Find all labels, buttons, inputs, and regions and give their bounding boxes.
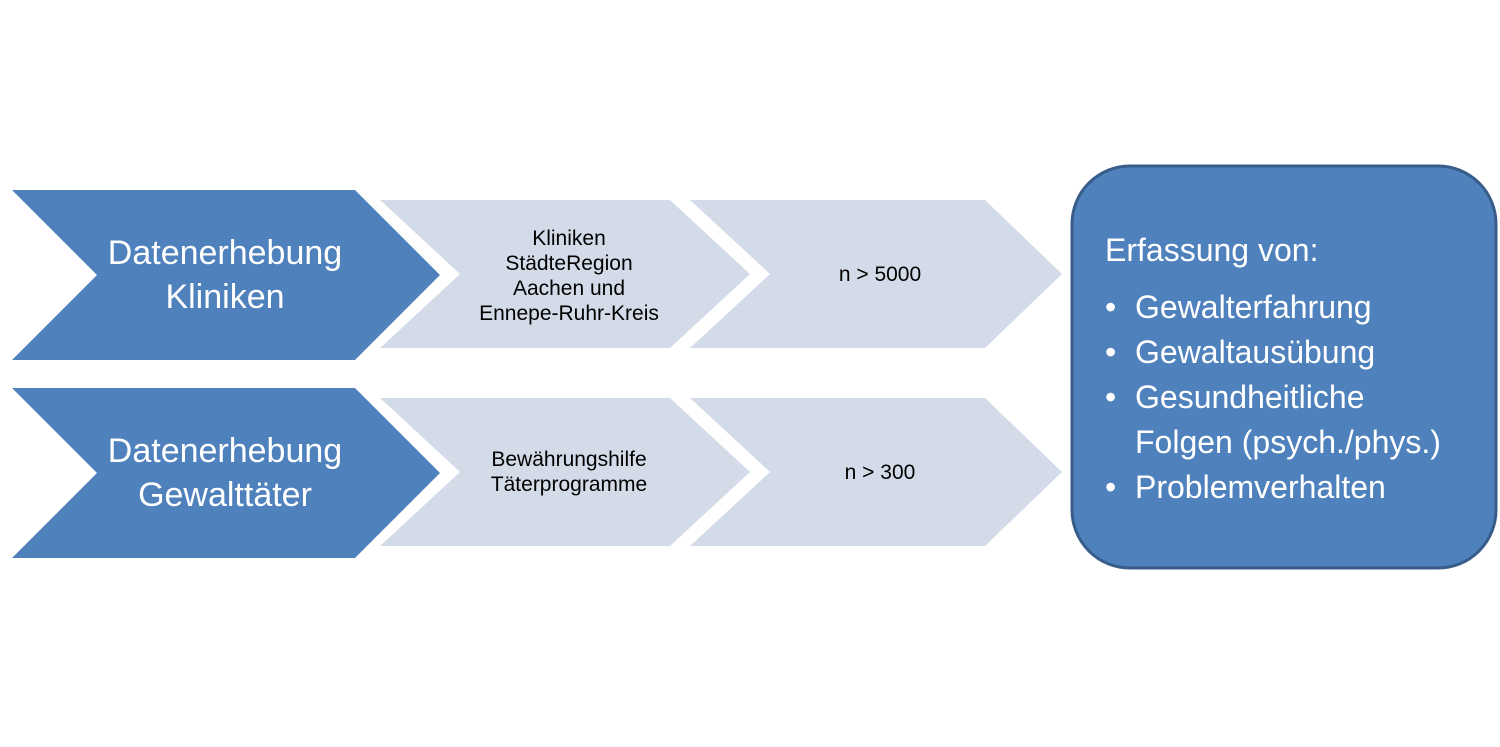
summary-item-gewalterfahrung: • Gewalterfahrung — [1105, 285, 1490, 330]
row-2-head-label: Datenerhebung Gewalttäter — [60, 426, 390, 520]
row-1-source-label: Kliniken StädteRegion Aachen und Ennepe-… — [450, 222, 688, 330]
summary-item-text: Problemverhalten — [1135, 469, 1386, 505]
row-1-sample-chevron — [690, 200, 1062, 348]
summary-item-gesundheitliche-folgen: • Gesundheitliche Folgen (psych./phys.) — [1105, 375, 1490, 465]
summary-item-text-line-2: Folgen (psych./phys.) — [1135, 424, 1441, 460]
summary-box — [1070, 164, 1498, 570]
summary-content: Erfassung von: • Gewalterfahrung • Gewal… — [1105, 228, 1490, 510]
row-1-sample-label: n > 5000 — [770, 256, 990, 292]
row-2-sample-chevron — [690, 398, 1062, 546]
row-2-source-line-1: Bewährungshilfe — [491, 448, 647, 471]
row-1-head-line-2: Kliniken — [165, 278, 285, 316]
row-1-head-line-1: Datenerhebung — [107, 234, 343, 272]
row-1-source-line-1: Kliniken — [532, 227, 606, 250]
row-2-source-line-2: Täterprogramme — [490, 473, 648, 496]
row-1-source-chevron — [380, 200, 750, 348]
summary-item-text: Gewalterfahrung — [1135, 289, 1372, 325]
row-1-head-label: Datenerhebung Kliniken — [60, 228, 390, 322]
bullet-icon: • — [1105, 379, 1117, 415]
row-2-source-label: Bewährungshilfe Täterprogramme — [450, 444, 688, 500]
row-2-sample-text: n > 300 — [844, 460, 916, 484]
row-1-source-line-3: Aachen und — [512, 277, 626, 300]
row-2-head-line-2: Gewalttäter — [138, 476, 312, 514]
summary-item-text: Gewaltausübung — [1135, 334, 1376, 370]
bullet-icon: • — [1105, 469, 1117, 505]
bullet-icon: • — [1105, 334, 1117, 370]
summary-item-problemverhalten: • Problemverhalten — [1105, 465, 1490, 510]
summary-list: • Gewalterfahrung • Gewaltausübung • Ges… — [1105, 285, 1490, 510]
row-1-source-line-2: StädteRegion — [505, 252, 633, 275]
row-1-head-chevron — [12, 190, 440, 360]
row-2-source-chevron — [380, 398, 750, 546]
summary-item-text-line-1: Gesundheitliche — [1135, 379, 1365, 415]
row-2-head-line-1: Datenerhebung — [107, 432, 343, 470]
row-1-source-line-4: Ennepe-Ruhr-Kreis — [479, 302, 659, 325]
bullet-icon: • — [1105, 289, 1117, 325]
row-2-head-chevron — [12, 388, 440, 558]
summary-title: Erfassung von: — [1105, 232, 1319, 268]
row-2-sample-label: n > 300 — [770, 454, 990, 490]
summary-item-gewaltausuebung: • Gewaltausübung — [1105, 330, 1490, 375]
row-1-sample-text: n > 5000 — [838, 262, 922, 286]
